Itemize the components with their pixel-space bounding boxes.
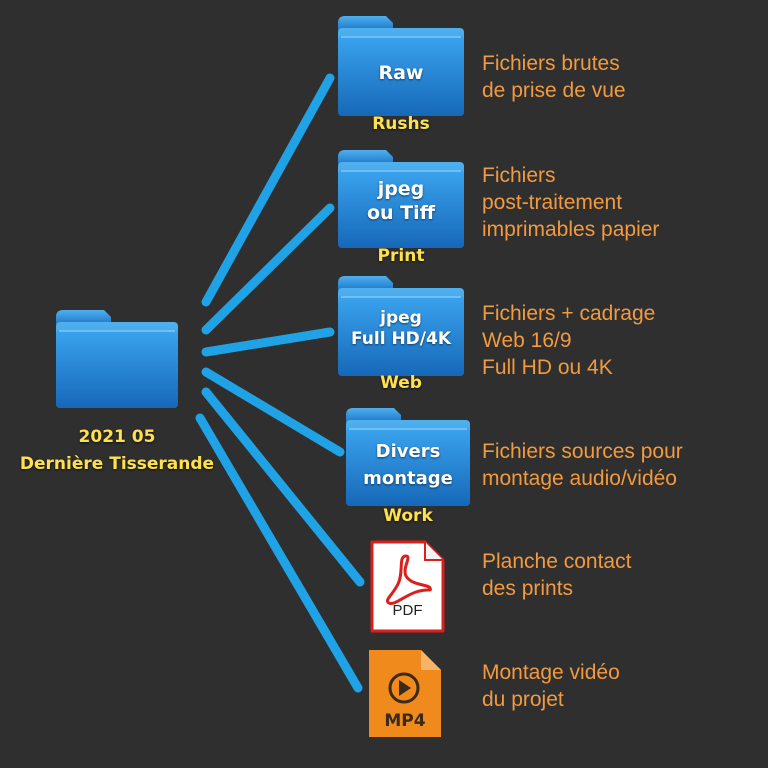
description-mp4: Montage vidéo du projet bbox=[482, 659, 620, 713]
work-folder-label-line-2: montage bbox=[363, 468, 453, 489]
connector-line-raw bbox=[201, 73, 335, 307]
description-print: Fichiers post-traitement imprimables pap… bbox=[482, 162, 659, 243]
connector-line-work bbox=[201, 367, 345, 457]
connectors bbox=[195, 73, 365, 693]
description-work-line-1: Fichiers sources pour bbox=[482, 440, 683, 463]
web-folder-label-line-2: Full HD/4K bbox=[351, 329, 451, 350]
acrobat-swirl-icon bbox=[385, 554, 432, 606]
root-title-line-2: Dernière Tisserande bbox=[19, 454, 215, 474]
description-raw: Fichiers brutes de prise de vue bbox=[482, 50, 626, 104]
description-pdf: Planche contact des prints bbox=[482, 548, 631, 602]
connector-line-mp4 bbox=[195, 413, 363, 693]
raw-folder-label: Raw bbox=[338, 62, 464, 86]
tag-work: Work bbox=[383, 506, 433, 526]
pdf-file-icon[interactable] bbox=[370, 540, 445, 633]
tag-web: Web bbox=[380, 373, 422, 393]
root-folder-title: 2021 05 Dernière Tisserande bbox=[0, 424, 234, 478]
play-icon bbox=[399, 680, 411, 696]
work-folder-label: Divers montage bbox=[346, 438, 470, 492]
tag-rushs: Rushs bbox=[372, 114, 430, 134]
description-work-line-2: montage audio/vidéo bbox=[482, 467, 677, 490]
root-folder-icon[interactable] bbox=[56, 310, 178, 408]
mp4-file-label: MP4 bbox=[384, 711, 426, 731]
play-icon-ring bbox=[388, 672, 420, 704]
description-web-line-2: Web 16/9 bbox=[482, 329, 572, 352]
description-web-line-3: Full HD ou 4K bbox=[482, 356, 613, 379]
web-folder-label-line-1: jpeg bbox=[380, 308, 422, 328]
print-folder-label-line-1: jpeg bbox=[377, 178, 425, 200]
description-web: Fichiers + cadrage Web 16/9 Full HD ou 4… bbox=[482, 300, 655, 381]
print-folder-label: jpeg ou Tiff bbox=[338, 178, 464, 226]
print-folder-label-line-2: ou Tiff bbox=[366, 201, 436, 224]
description-mp4-line-2: du projet bbox=[482, 688, 564, 711]
pdf-file-label: PDF bbox=[392, 602, 423, 619]
mp4-file-icon[interactable] bbox=[369, 650, 441, 737]
description-pdf-line-2: des prints bbox=[482, 577, 574, 600]
print-folder-icon[interactable] bbox=[338, 150, 464, 248]
description-mp4-line-1: Montage vidéo bbox=[482, 661, 620, 684]
description-raw-line-1: Fichiers brutes bbox=[482, 52, 620, 75]
work-folder-label-line-1: Divers bbox=[375, 441, 441, 462]
description-print-line-1: Fichiers bbox=[482, 164, 556, 187]
root-title-line-1: 2021 05 bbox=[78, 427, 156, 447]
connector-line-pdf bbox=[201, 387, 365, 587]
work-folder-icon[interactable] bbox=[346, 408, 470, 506]
tag-print: Print bbox=[377, 246, 425, 266]
description-print-line-2: post-traitement bbox=[482, 191, 623, 214]
web-folder-icon[interactable] bbox=[338, 276, 464, 376]
connector-line-web bbox=[201, 327, 335, 357]
description-work: Fichiers sources pour montage audio/vidé… bbox=[482, 438, 683, 492]
description-web-line-1: Fichiers + cadrage bbox=[482, 302, 656, 325]
connector-line-print bbox=[201, 203, 335, 335]
description-pdf-line-1: Planche contact bbox=[482, 550, 632, 573]
raw-folder-icon[interactable] bbox=[338, 16, 464, 116]
description-print-line-3: imprimables papier bbox=[482, 218, 660, 241]
raw-folder-label-line-1: Raw bbox=[378, 62, 424, 84]
web-folder-label: jpeg Full HD/4K bbox=[338, 308, 464, 351]
description-raw-line-2: de prise de vue bbox=[482, 79, 626, 102]
